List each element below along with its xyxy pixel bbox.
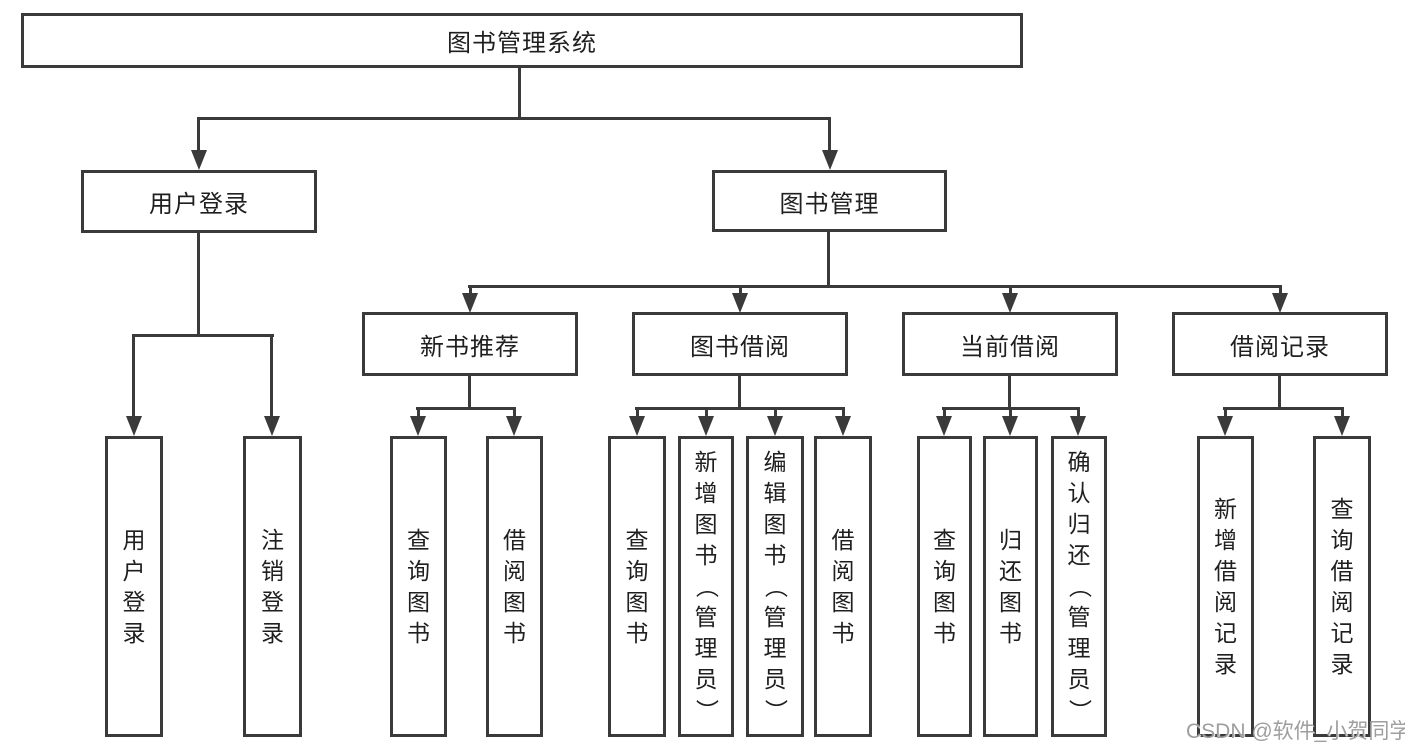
node-label: 新增图书（管理员） [693, 449, 720, 722]
node-user-login: 用户登录 [81, 170, 317, 233]
leaf-cb-confirm-return-admin: 确认归还（管理员） [1051, 436, 1107, 737]
connector-to-br-query [1341, 407, 1344, 417]
arrowhead-down-icon [1070, 416, 1086, 436]
connector-to-nbr-query [417, 407, 420, 417]
leaf-bb-add-books-admin: 新增图书（管理员） [678, 436, 734, 737]
connector-to-borrowing-records [1279, 285, 1282, 296]
connector-to-bb-query [636, 407, 639, 417]
leaf-bb-borrow-books: 借阅图书 [814, 436, 872, 737]
arrowhead-down-icon [1272, 293, 1288, 313]
node-label: 借阅记录 [1230, 333, 1330, 361]
arrowhead-down-icon [698, 416, 714, 436]
node-label: 图书借阅 [690, 333, 790, 361]
connector-to-leaf-user-login [132, 334, 135, 417]
node-label: 用户登录 [149, 191, 249, 218]
arrowhead-down-icon [822, 150, 838, 170]
leaf-nbr-borrow-books: 借阅图书 [486, 436, 543, 737]
node-label: 借阅图书 [503, 526, 526, 646]
connector-to-new-book-rec [469, 285, 472, 296]
connector-to-book-management [828, 117, 831, 152]
node-label: 注销登录 [261, 526, 284, 646]
node-new-book-recommendation: 新书推荐 [362, 312, 578, 376]
arrowhead-down-icon [191, 150, 207, 170]
node-label: 新增借阅记录 [1214, 495, 1237, 677]
connector-to-br-add [1224, 407, 1227, 417]
leaf-cb-query-books: 查询图书 [917, 436, 972, 737]
node-label: 查询借阅记录 [1330, 495, 1354, 677]
connector-bb-branch [635, 407, 845, 410]
connector-book-mgmt-branch [468, 285, 1282, 288]
connector-to-user-login [197, 117, 200, 152]
arrowhead-down-icon [410, 416, 426, 436]
node-label: 查询图书 [625, 526, 649, 646]
node-borrowing-records: 借阅记录 [1172, 312, 1388, 376]
arrowhead-down-icon [1334, 416, 1350, 436]
leaf-br-query-record: 查询借阅记录 [1313, 436, 1371, 737]
connector-user-login-branch [132, 334, 274, 337]
connector-br-stem [1278, 374, 1281, 409]
node-label: 查询图书 [407, 526, 430, 646]
connector-root-branch [197, 117, 831, 120]
node-book-management: 图书管理 [712, 170, 947, 232]
arrowhead-down-icon [835, 416, 851, 436]
connector-to-book-borrowing [739, 285, 742, 296]
node-label: 查询图书 [933, 526, 956, 646]
connector-nbr-stem [468, 374, 471, 409]
connector-root-stem [518, 66, 521, 120]
connector-nbr-branch [416, 407, 516, 410]
leaf-bb-query-books: 查询图书 [608, 436, 666, 737]
leaf-nbr-query-books: 查询图书 [390, 436, 447, 737]
connector-to-current-borrowing [1009, 285, 1012, 296]
connector-cb-stem [1008, 374, 1011, 409]
node-label: 图书管理系统 [447, 30, 597, 57]
node-library-management-system: 图书管理系统 [21, 13, 1023, 68]
node-book-borrowing: 图书借阅 [632, 312, 848, 376]
connector-to-bb-add [705, 407, 708, 417]
connector-to-bb-edit [774, 407, 777, 417]
connector-user-login-stem [197, 231, 200, 337]
connector-book-mgmt-stem [827, 230, 830, 288]
leaf-bb-edit-books-admin: 编辑图书（管理员） [746, 436, 804, 737]
connector-to-cb-confirm [1077, 407, 1080, 417]
arrowhead-down-icon [1217, 416, 1233, 436]
connector-to-nbr-borrow [513, 407, 516, 417]
connector-bb-stem [738, 374, 741, 409]
watermark: CSDN @软件_小贺同学 [1186, 720, 1405, 743]
connector-to-cb-query [943, 407, 946, 417]
leaf-br-add-record: 新增借阅记录 [1197, 436, 1254, 737]
node-label: 确认归还（管理员） [1066, 449, 1093, 722]
arrowhead-down-icon [732, 293, 748, 313]
node-label: 归还图书 [999, 526, 1022, 646]
arrowhead-down-icon [462, 293, 478, 313]
arrowhead-down-icon [767, 416, 783, 436]
leaf-user-login: 用户登录 [105, 436, 163, 737]
arrowhead-down-icon [1002, 293, 1018, 313]
arrowhead-down-icon [126, 416, 142, 436]
node-label: 图书管理 [779, 190, 880, 218]
connector-br-branch [1223, 407, 1344, 410]
node-label: 用户登录 [122, 526, 146, 646]
arrowhead-down-icon [506, 416, 522, 436]
node-current-borrowing: 当前借阅 [902, 312, 1118, 376]
arrowhead-down-icon [264, 416, 280, 436]
node-label: 编辑图书（管理员） [762, 449, 789, 722]
arrowhead-down-icon [936, 416, 952, 436]
leaf-cb-return-books: 归还图书 [983, 436, 1038, 737]
connector-to-bb-borrow [842, 407, 845, 417]
node-label: 借阅图书 [831, 526, 855, 646]
node-label: 新书推荐 [420, 333, 520, 361]
arrowhead-down-icon [629, 416, 645, 436]
node-label: 当前借阅 [960, 333, 1060, 361]
leaf-logout-login: 注销登录 [243, 436, 302, 737]
arrowhead-down-icon [1002, 416, 1018, 436]
connector-to-leaf-logout [270, 334, 273, 417]
connector-to-cb-return [1009, 407, 1012, 417]
